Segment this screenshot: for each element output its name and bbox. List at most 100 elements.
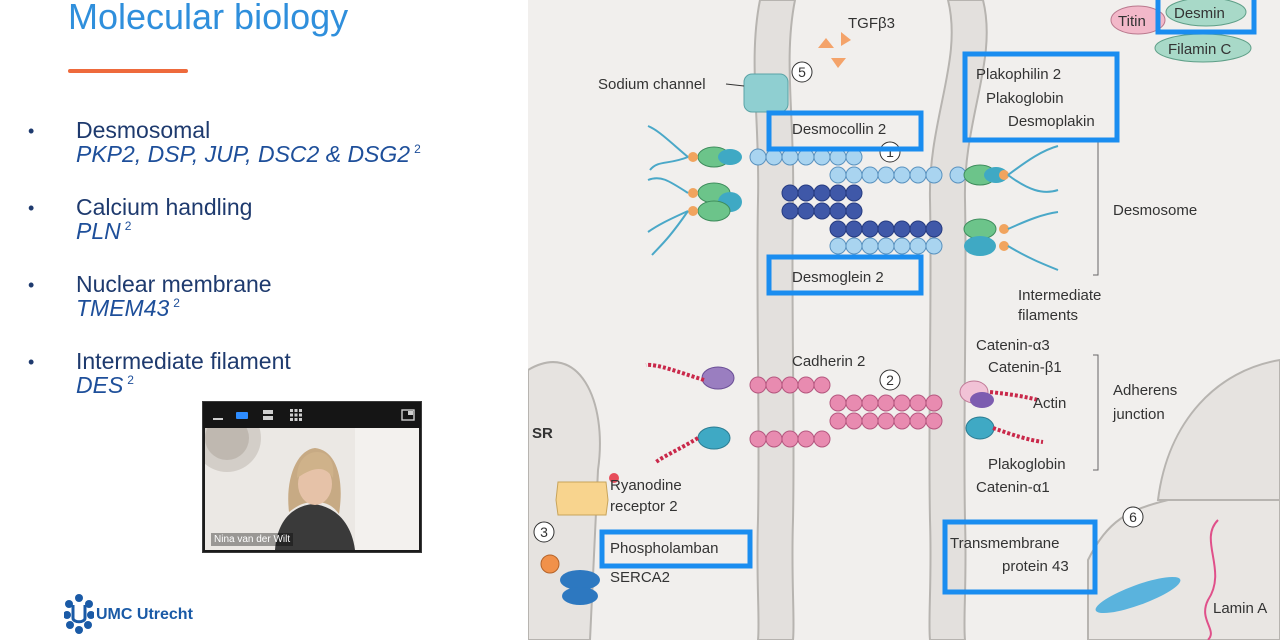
highlight-phospholamban xyxy=(599,529,753,569)
umc-logo: UMC Utrecht xyxy=(63,590,193,639)
pip-icon[interactable] xyxy=(401,408,415,422)
label-adherens: Adherens xyxy=(1113,382,1177,399)
gene-list: PLN xyxy=(76,218,121,244)
cardiomyocyte-diagram: 5 1 2 3 6 TGFβ3 Sodium channel Desmocoll… xyxy=(528,0,1280,640)
grid-view-icon[interactable] xyxy=(289,408,303,422)
video-call-tile[interactable]: Nina van der Wilt xyxy=(202,401,422,553)
label-plakoglobin-top: Plakoglobin xyxy=(986,90,1064,107)
cadherin-chain xyxy=(749,376,943,448)
video-toolbar xyxy=(203,402,421,428)
leader-line xyxy=(725,83,745,87)
desmocollin-chain xyxy=(749,148,967,184)
highlight-boxes xyxy=(599,0,1257,595)
highlight-plakophilin-group xyxy=(962,51,1120,143)
number-label: 5 xyxy=(798,64,806,80)
label-filamin: Filamin C xyxy=(1168,41,1232,58)
reference-number: 2 xyxy=(124,219,132,234)
number-label: 2 xyxy=(886,372,894,388)
title-underline xyxy=(68,69,188,73)
desmoglein-chain xyxy=(781,184,943,238)
highlight-desmoglein xyxy=(766,254,924,296)
participant-video: Nina van der Wilt xyxy=(205,428,419,550)
label-plakoglobin-bottom: Plakoglobin xyxy=(988,456,1066,473)
label-transmembrane: Transmembrane xyxy=(950,535,1059,552)
label-sodium-channel: Sodium channel xyxy=(598,76,706,93)
reference-number: 2 xyxy=(127,373,134,388)
reference-number: 2 xyxy=(414,142,421,157)
filament-threads-right xyxy=(1007,145,1059,271)
phospholamban-shape xyxy=(540,554,560,574)
label-desmocollin: Desmocollin 2 xyxy=(792,121,886,138)
left-plaque xyxy=(688,146,742,222)
bullet-dot-icon: • xyxy=(28,275,35,295)
participant-silhouette xyxy=(205,428,419,550)
filament-threads-left xyxy=(647,125,689,256)
label-cadherin: Cadherin 2 xyxy=(792,353,865,370)
serca-shape xyxy=(560,570,600,590)
label-lamin: Lamin A xyxy=(1213,600,1267,617)
titin-shape xyxy=(1110,5,1166,35)
lamin-filament xyxy=(1204,519,1219,640)
split-view-icon[interactable] xyxy=(261,408,275,422)
logo-text: UMC Utrecht xyxy=(96,606,193,623)
bullet-dot-icon: • xyxy=(28,121,35,141)
adherens-right-plaque xyxy=(959,380,995,440)
bullet-heading: Calcium handling xyxy=(76,194,253,220)
minimize-icon[interactable] xyxy=(211,408,225,422)
label-catenin-a3: Catenin-α3 xyxy=(976,337,1050,354)
label-junction: junction xyxy=(1112,406,1165,423)
nucleus-membrane xyxy=(1156,358,1280,501)
desmoglein-light-chain xyxy=(829,237,943,255)
sodium-channel-shape xyxy=(743,73,789,113)
number-label: 6 xyxy=(1129,509,1137,525)
gene-list: TMEM43 xyxy=(76,295,170,321)
tgf-triangle xyxy=(831,58,846,68)
label-catenin-b1: Catenin-β1 xyxy=(988,359,1062,376)
label-ryanodine: Ryanodine xyxy=(610,477,682,494)
adherens-bracket xyxy=(1093,354,1099,471)
label-desmosome: Desmosome xyxy=(1113,202,1197,219)
number-label: 3 xyxy=(540,524,548,540)
participant-name: Nina van der Wilt xyxy=(211,533,294,546)
bullet-heading: Intermediate filament xyxy=(76,348,291,374)
bullet-dot-icon: • xyxy=(28,352,35,372)
highlight-desmin xyxy=(1155,0,1257,35)
label-desmoglein: Desmoglein 2 xyxy=(792,269,884,286)
nuclear-envelope xyxy=(1087,499,1280,640)
ryanodine-shape xyxy=(555,481,609,516)
label-sr: SR xyxy=(532,425,553,442)
bullet-heading: Nuclear membrane xyxy=(76,271,272,297)
gene-list: PKP2, DSP, JUP, DSC2 & DSG2 xyxy=(76,141,411,167)
label-plakophilin: Plakophilin 2 xyxy=(976,66,1061,83)
umc-shield-icon xyxy=(63,594,95,634)
label-protein43: protein 43 xyxy=(1002,558,1069,575)
label-intermediate: Intermediate xyxy=(1018,287,1101,304)
right-membrane xyxy=(928,0,988,640)
diagram-svg: 5 1 2 3 6 TGFβ3 Sodium channel Desmocoll… xyxy=(528,0,1280,640)
label-actin: Actin xyxy=(1033,395,1066,412)
number-label: 1 xyxy=(886,144,894,160)
label-tgfb3: TGFβ3 xyxy=(848,15,895,32)
right-plaque xyxy=(963,164,1009,256)
label-filaments: filaments xyxy=(1018,307,1078,324)
highlight-tmem43 xyxy=(942,519,1098,595)
label-receptor: receptor 2 xyxy=(610,498,678,515)
label-titin: Titin xyxy=(1118,13,1146,30)
desmin-shape xyxy=(1165,0,1247,27)
highlight-desmocollin xyxy=(766,110,924,152)
slide-title: Molecular biology xyxy=(68,0,349,37)
reference-number: 2 xyxy=(173,296,180,311)
actin-filaments xyxy=(645,362,1044,464)
bullet-dot-icon: • xyxy=(28,198,35,218)
tgf-triangle xyxy=(818,38,834,48)
tmem43-shape xyxy=(1095,576,1181,614)
active-speaker-icon[interactable] xyxy=(235,408,249,422)
tgf-triangle xyxy=(841,32,851,46)
label-phospholamban: Phospholamban xyxy=(610,540,718,557)
label-desmoplakin: Desmoplakin xyxy=(1008,113,1095,130)
desmosome-bracket xyxy=(1093,139,1099,276)
label-catenin-a1: Catenin-α1 xyxy=(976,479,1050,496)
